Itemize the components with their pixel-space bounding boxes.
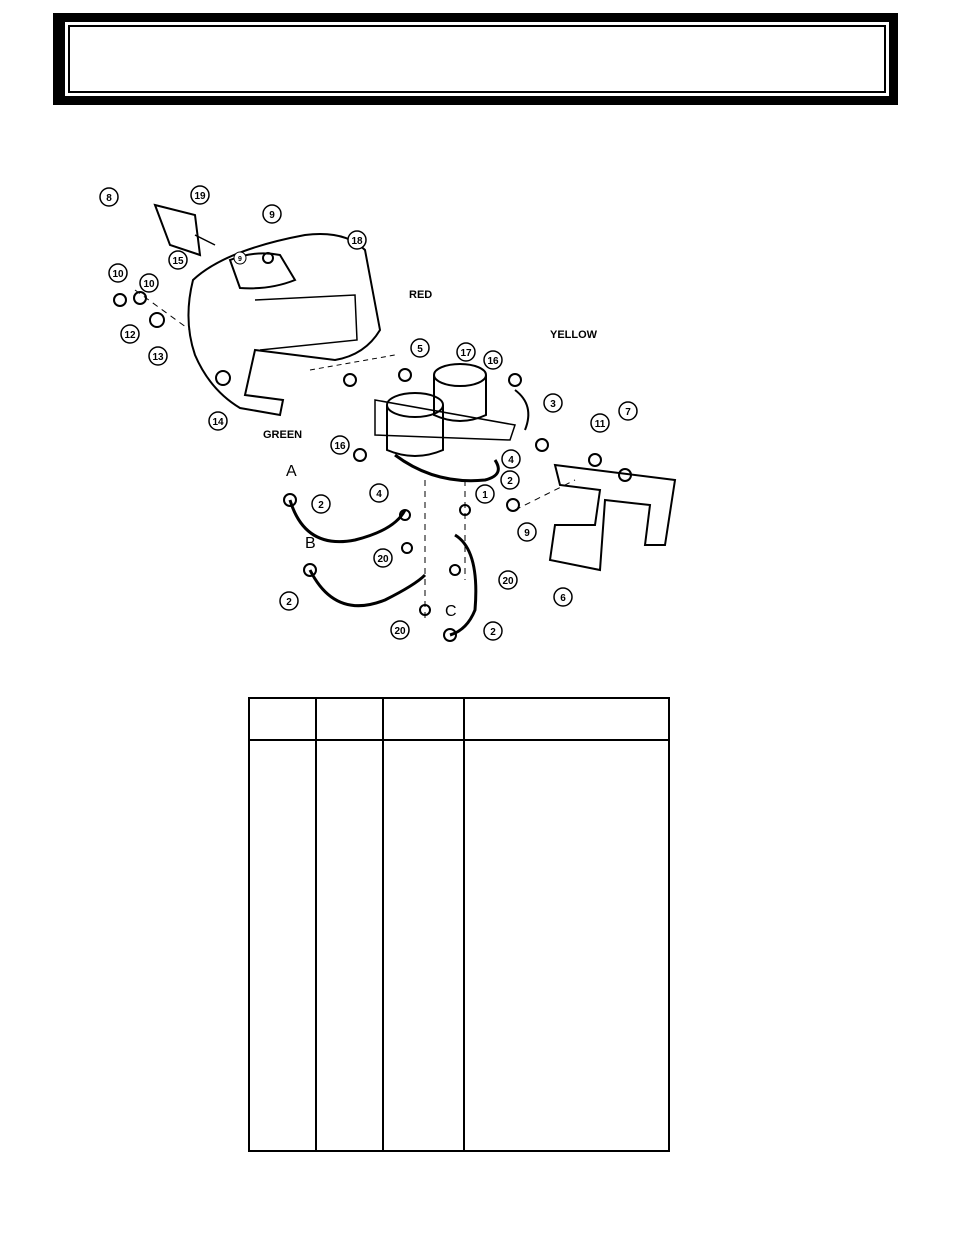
column-header	[462, 698, 671, 741]
svg-text:14: 14	[212, 417, 224, 428]
svg-text:4: 4	[376, 489, 382, 500]
callout-16: 16	[330, 435, 350, 455]
callout-9: 9	[517, 522, 537, 542]
svg-text:2: 2	[507, 476, 513, 487]
callout-11: 11	[590, 413, 610, 433]
table-cell	[462, 740, 671, 1151]
callout-16: 16	[483, 350, 503, 370]
svg-text:5: 5	[417, 344, 423, 355]
cable-link	[394, 453, 500, 483]
page-title	[68, 25, 886, 93]
column-header	[315, 698, 385, 741]
column-header	[382, 698, 465, 741]
callout-7: 7	[618, 401, 638, 421]
callout-9: 9	[262, 204, 282, 224]
callout-17: 17	[456, 342, 476, 362]
cable-a	[288, 499, 407, 544]
callout-18: 18	[347, 230, 367, 250]
callout-2: 2	[483, 621, 503, 641]
callout-8: 8	[99, 187, 119, 207]
svg-text:13: 13	[152, 352, 164, 363]
wire-label-red: RED	[409, 289, 432, 301]
cable-end-c: C	[445, 603, 457, 620]
callout-20: 20	[390, 620, 410, 640]
cable-end-b: B	[305, 535, 316, 552]
callout-15: 15	[168, 250, 188, 270]
svg-text:16: 16	[487, 356, 499, 367]
wire-label-green: GREEN	[263, 429, 302, 441]
svg-text:20: 20	[394, 626, 406, 637]
svg-text:20: 20	[377, 554, 389, 565]
housing-end-plate	[228, 252, 297, 290]
svg-text:19: 19	[194, 191, 206, 202]
cable-b	[308, 569, 427, 608]
callout-20: 20	[373, 548, 393, 568]
callout-10: 10	[108, 263, 128, 283]
callout-10: 10	[139, 273, 159, 293]
callout-4: 4	[501, 449, 521, 469]
callout-9: 9	[233, 251, 247, 265]
svg-text:9: 9	[524, 528, 530, 539]
svg-text:20: 20	[502, 576, 514, 587]
callout-6: 6	[553, 587, 573, 607]
table-header-row	[247, 698, 671, 741]
callout-2: 2	[500, 470, 520, 490]
cable-end-a: A	[286, 463, 297, 480]
callout-13: 13	[148, 346, 168, 366]
svg-text:2: 2	[490, 627, 496, 638]
column-header	[247, 698, 318, 741]
svg-text:12: 12	[124, 330, 136, 341]
callout-19: 19	[190, 185, 210, 205]
table-row	[247, 740, 671, 1151]
svg-text:9: 9	[269, 210, 275, 221]
svg-text:2: 2	[286, 597, 292, 608]
switch-body	[153, 203, 202, 257]
table-cell	[315, 740, 385, 1151]
svg-text:4: 4	[508, 455, 514, 466]
svg-text:18: 18	[351, 236, 363, 247]
svg-text:3: 3	[550, 399, 556, 410]
callout-3: 3	[543, 393, 563, 413]
callout-20: 20	[498, 570, 518, 590]
callout-2: 2	[279, 591, 299, 611]
svg-text:9: 9	[238, 256, 242, 263]
cable-c	[449, 533, 478, 637]
callout-14: 14	[208, 411, 228, 431]
callout-1: 1	[475, 484, 495, 504]
svg-text:1: 1	[482, 490, 488, 501]
svg-text:7: 7	[625, 407, 631, 418]
svg-text:10: 10	[143, 279, 155, 290]
callout-12: 12	[120, 324, 140, 344]
callout-5: 5	[410, 338, 430, 358]
mounting-bracket	[548, 463, 677, 572]
svg-text:8: 8	[106, 193, 112, 204]
svg-text:17: 17	[460, 348, 472, 359]
title-frame-inner	[63, 20, 891, 98]
svg-text:11: 11	[595, 419, 606, 430]
callout-4: 4	[369, 483, 389, 503]
svg-text:15: 15	[172, 256, 184, 267]
wire-label-yellow: YELLOW	[550, 329, 598, 341]
solenoid-bracket	[374, 399, 516, 441]
table-body	[247, 740, 671, 1151]
title-frame	[53, 13, 898, 105]
parts-list-table	[247, 697, 671, 1152]
callout-2: 2	[311, 494, 331, 514]
svg-text:6: 6	[560, 593, 566, 604]
diagram-svg: RED YELLOW GREEN A B C 1 2 2 2 2 3 4 4 5…	[99, 185, 677, 642]
housing-outline	[187, 233, 382, 417]
table-cell	[247, 740, 318, 1151]
svg-text:10: 10	[112, 269, 124, 280]
table-cell	[382, 740, 465, 1151]
exploded-parts-diagram: RED YELLOW GREEN A B C 1 2 2 2 2 3 4 4 5…	[95, 180, 685, 650]
svg-text:2: 2	[318, 500, 324, 511]
svg-text:16: 16	[334, 441, 346, 452]
